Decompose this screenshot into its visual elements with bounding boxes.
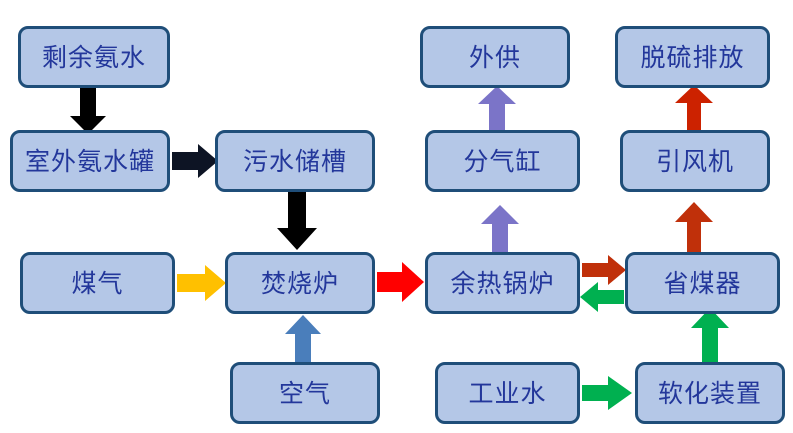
node-label: 空气 [278,378,331,408]
node-surplus-ammonia-water[interactable]: 剩余氨水 [18,26,170,88]
arrow-incinerator-to-waste-heat-boiler [377,262,424,302]
node-label: 剩余氨水 [41,42,146,72]
arrow-sewage-tank-to-incinerator [277,192,317,250]
node-gas-separator-drum[interactable]: 分气缸 [425,130,580,192]
node-economizer[interactable]: 省煤器 [625,252,780,314]
node-label: 污水储槽 [242,146,347,176]
node-label: 焚烧炉 [260,268,339,298]
node-outdoor-ammonia-tank[interactable]: 室外氨水罐 [10,130,170,192]
arrow-outdoor-tank-to-sewage-tank [172,144,218,178]
arrow-economizer-to-induced-draft-fan [675,202,713,252]
node-label: 室外氨水罐 [24,146,155,176]
node-air[interactable]: 空气 [230,362,380,424]
node-label: 外供 [468,42,521,72]
node-external-supply[interactable]: 外供 [420,26,570,88]
node-label: 省煤器 [663,268,742,298]
node-label: 余热锅炉 [450,268,555,298]
node-label: 工业水 [468,378,547,408]
arrow-gas-drum-to-external-supply [478,86,516,130]
node-industrial-water[interactable]: 工业水 [435,362,580,424]
arrow-economizer-to-waste-heat-boiler [580,282,624,312]
node-label: 引风机 [655,146,734,176]
node-induced-draft-fan[interactable]: 引风机 [620,130,770,192]
arrow-air-to-incinerator [285,315,321,362]
node-label: 软化装置 [657,378,762,408]
arrow-softening-to-economizer [691,308,729,362]
node-sewage-storage-tank[interactable]: 污水储槽 [215,130,375,192]
node-coal-gas[interactable]: 煤气 [20,252,175,314]
node-desulfurization-emission[interactable]: 脱硫排放 [615,26,770,88]
node-waste-heat-boiler[interactable]: 余热锅炉 [425,252,580,314]
node-label: 脱硫排放 [640,42,745,72]
arrow-waste-heat-boiler-to-economizer [582,255,626,285]
node-label: 分气缸 [463,146,542,176]
arrow-fan-to-desulfurization-emission [675,85,713,130]
arrow-surplus-ammonia-to-outdoor-tank [70,88,106,134]
arrow-waste-heat-boiler-to-gas-drum [481,205,519,252]
node-softening-device[interactable]: 软化装置 [635,362,785,424]
arrow-industrial-water-to-softening [582,376,632,410]
node-label: 煤气 [71,268,124,298]
arrow-coal-gas-to-incinerator [177,265,226,301]
node-incinerator[interactable]: 焚烧炉 [225,252,375,314]
